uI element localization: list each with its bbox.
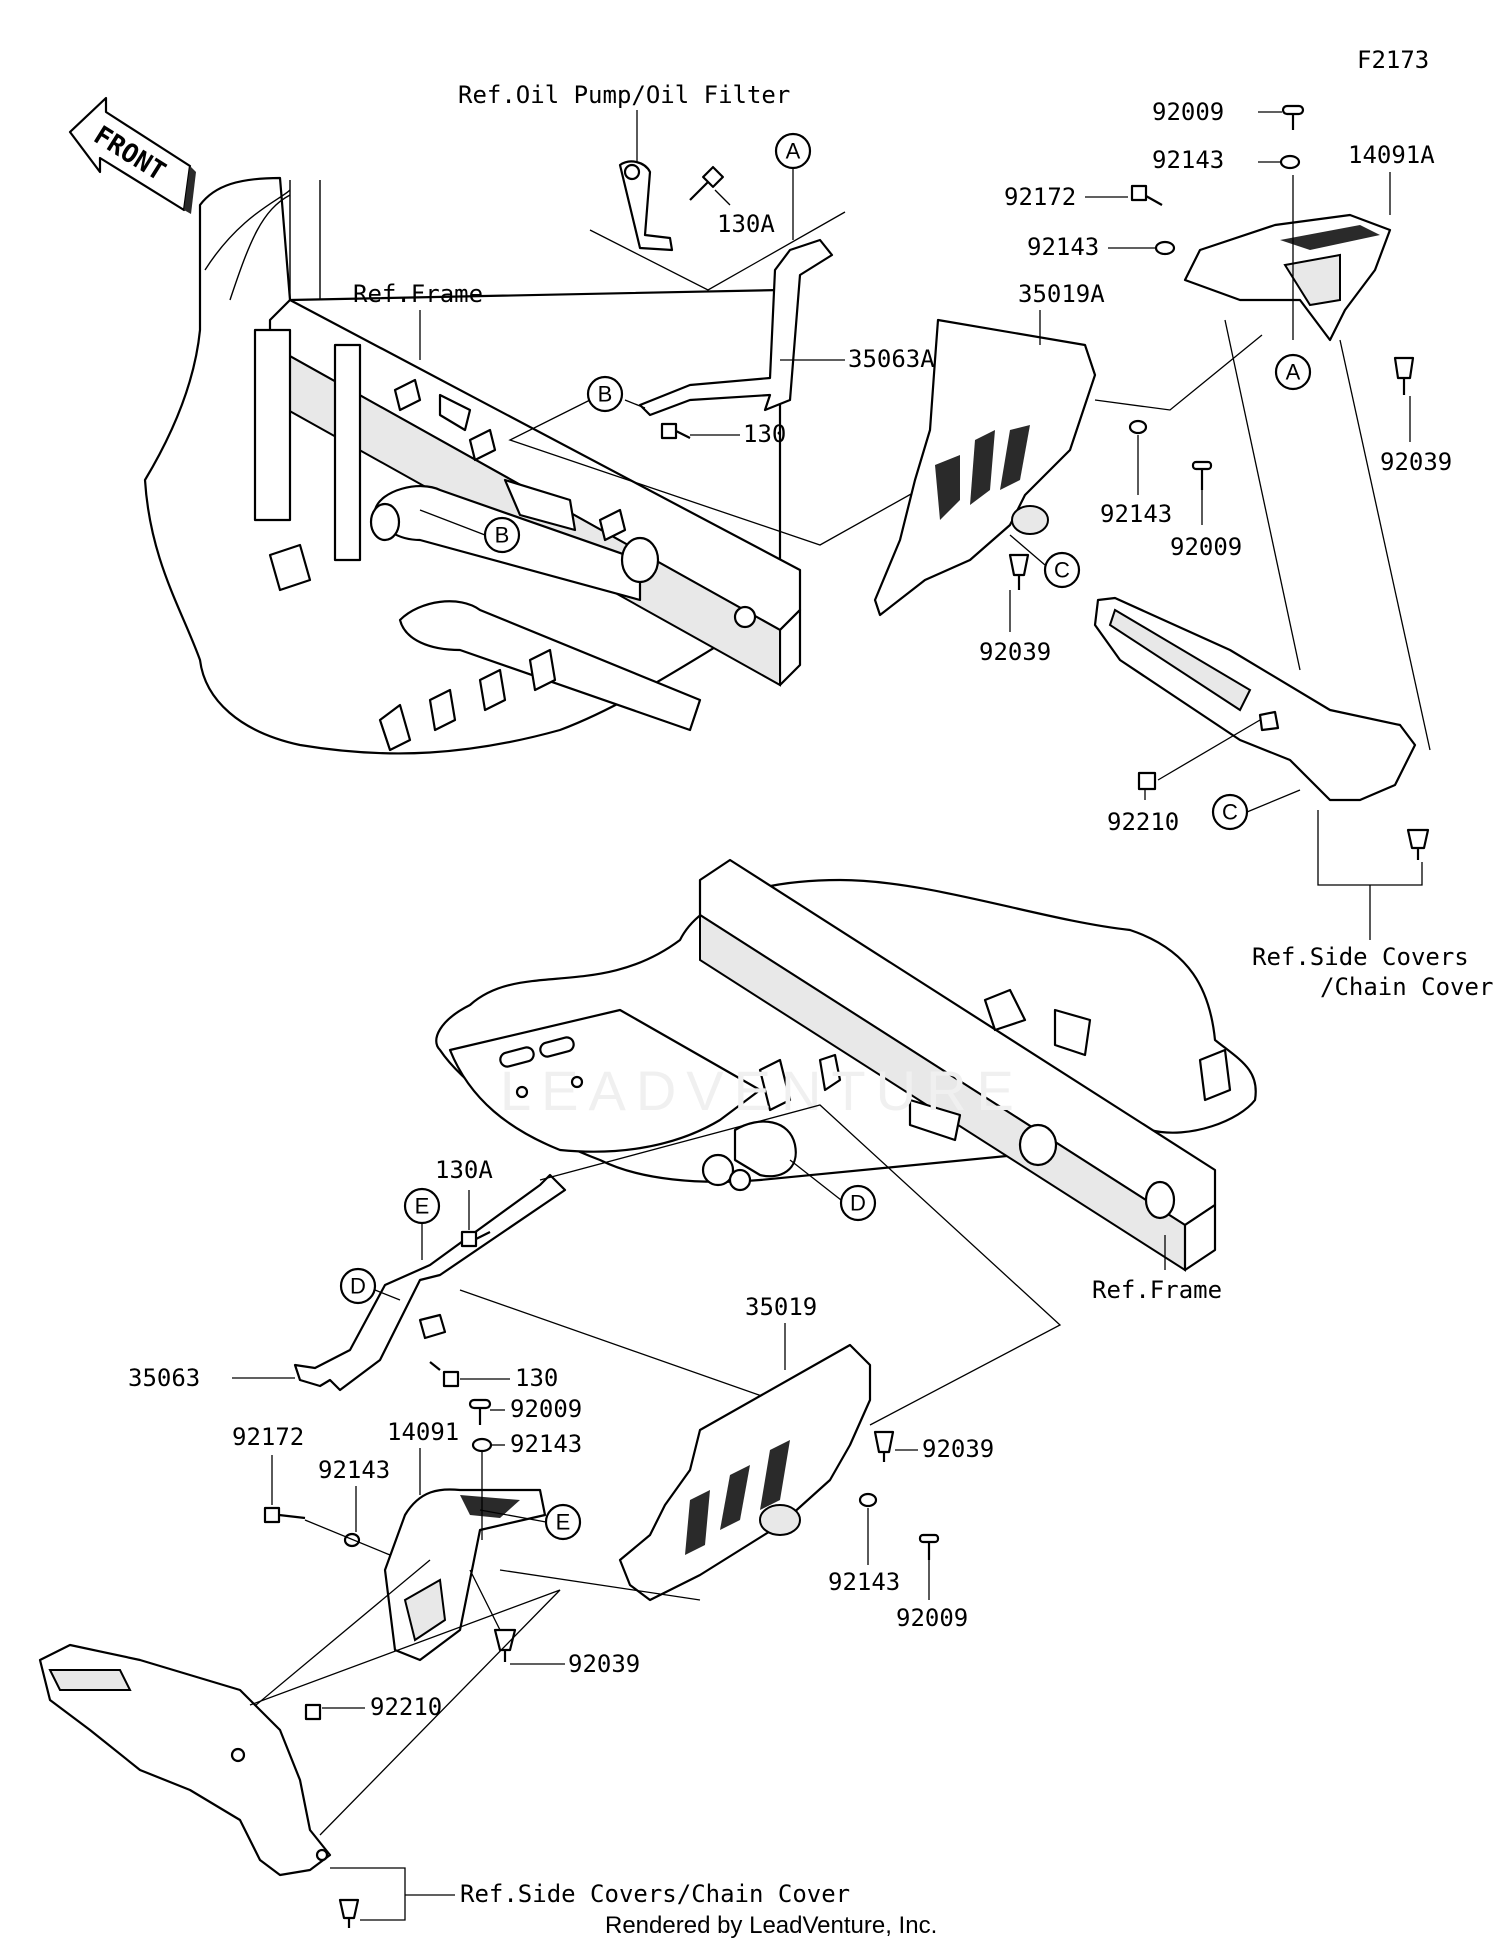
screw-92009-lower-top-icon <box>468 1398 492 1425</box>
callout-E-guard: E <box>556 1510 571 1535</box>
bolt-130A-lower-icon <box>460 1230 491 1248</box>
part-92172-upper: 92172 <box>1004 183 1076 211</box>
nut-92210-lower-icon <box>304 1703 322 1721</box>
screw-92009-cover-lower-icon <box>918 1533 940 1560</box>
bolt-92172-upper-icon <box>1130 184 1163 206</box>
ref-side-covers-bottom: Ref.Side Covers/Chain Cover <box>460 1880 850 1908</box>
washer-92143-top-icon <box>1279 154 1301 170</box>
part-92143-guard: 92143 <box>1027 233 1099 261</box>
callout-B-upper: B <box>598 382 613 407</box>
part-92210-lower: 92210 <box>370 1693 442 1721</box>
part-92039-cover: 92039 <box>979 638 1051 666</box>
figure-id: F2173 <box>1357 46 1429 74</box>
washer-92143-lower-top-icon <box>471 1437 493 1453</box>
nut-92210-upper-icon <box>1137 771 1157 791</box>
ref-frame-lower-label: Ref.Frame <box>1092 1276 1222 1304</box>
ref-side-covers-line1: Ref.Side Covers <box>1252 943 1469 971</box>
part-92210-upper: 92210 <box>1107 808 1179 836</box>
part-35063: 35063 <box>128 1364 200 1392</box>
part-92009-lower-top: 92009 <box>510 1395 582 1423</box>
part-130-lower: 130 <box>515 1364 558 1392</box>
part-92009-cover: 92009 <box>1170 533 1242 561</box>
part-92143-top: 92143 <box>1152 146 1224 174</box>
bolt-130-lower-icon <box>429 1361 460 1388</box>
part-92009-cover-lower: 92009 <box>896 1604 968 1632</box>
oil-pump-bracket <box>618 160 674 252</box>
brace-35063A <box>638 238 834 417</box>
washer-92143-guard-icon <box>1154 240 1176 256</box>
callout-C-lower: C <box>1222 800 1238 825</box>
part-14091A: 14091A <box>1348 141 1435 169</box>
callout-D-frame: D <box>850 1191 866 1216</box>
callout-A-guard: A <box>1286 360 1301 385</box>
part-92143-lower-top: 92143 <box>510 1430 582 1458</box>
chain-cover-lower <box>38 1643 332 1877</box>
part-92039-guard: 92039 <box>1380 448 1452 476</box>
bolt-130A-upper-icon <box>689 166 724 201</box>
clip-chain-cover-lower-icon <box>338 1898 360 1928</box>
part-35019A: 35019A <box>1018 280 1105 308</box>
guard-14091 <box>383 1488 547 1662</box>
part-14091: 14091 <box>387 1418 459 1446</box>
bolt-130-upper-icon <box>660 422 691 440</box>
washer-92143-cover-icon <box>1128 419 1148 435</box>
watermark: LEADVENTURE <box>500 1059 1024 1122</box>
clip-92039-lower-icon <box>493 1628 517 1662</box>
part-92143-lower-left: 92143 <box>318 1456 390 1484</box>
ref-oil-pump-label: Ref.Oil Pump/Oil Filter <box>458 81 790 109</box>
washer-92143-cover-lower-icon <box>858 1492 878 1508</box>
part-35019: 35019 <box>745 1293 817 1321</box>
part-92143-cover-lower: 92143 <box>828 1568 900 1596</box>
screw-92009-top-icon <box>1281 104 1305 130</box>
part-130-upper: 130 <box>743 420 786 448</box>
clip-chain-cover-icon <box>1406 828 1430 860</box>
guard-14091A <box>1183 213 1392 342</box>
callout-B-frame: B <box>495 523 510 548</box>
clip-92039-guard-icon <box>1393 356 1415 395</box>
screw-92009-cover-icon <box>1191 460 1213 490</box>
clip-92039-cover-lower-icon <box>873 1430 895 1462</box>
front-arrow-icon: FRONT <box>68 96 196 214</box>
part-130A-lower: 130A <box>435 1156 493 1184</box>
part-92039-lower: 92039 <box>568 1650 640 1678</box>
callout-A-upper: A <box>786 139 801 164</box>
part-92009-top: 92009 <box>1152 98 1224 126</box>
ref-frame-upper-label: Ref.Frame <box>353 280 483 308</box>
ref-side-covers-line2: /Chain Cover <box>1320 973 1493 1001</box>
clip-92039-upper-icon <box>1008 553 1030 590</box>
part-92143-cover: 92143 <box>1100 500 1172 528</box>
part-130A-upper: 130A <box>717 210 775 238</box>
callout-E-lower: E <box>415 1194 430 1219</box>
part-92039-cover-lower: 92039 <box>922 1435 994 1463</box>
brace-35063 <box>293 1173 567 1392</box>
callout-C-upper: C <box>1054 558 1070 583</box>
callout-D-brace: D <box>350 1274 366 1299</box>
bolt-92172-lower-icon <box>263 1506 306 1524</box>
part-92172-lower: 92172 <box>232 1423 304 1451</box>
credit-text: Rendered by LeadVenture, Inc. <box>605 1912 937 1938</box>
part-35063A: 35063A <box>848 345 935 373</box>
